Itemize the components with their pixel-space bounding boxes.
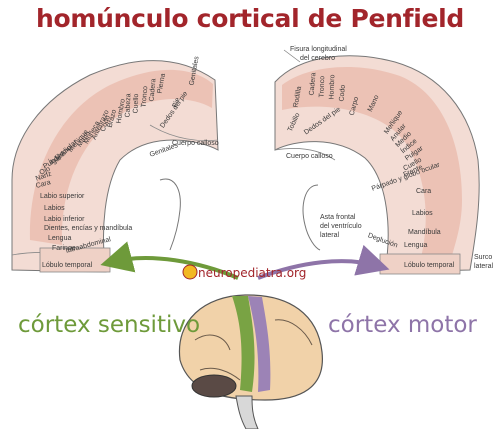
motor-pink-band	[282, 67, 462, 262]
label-cuerpo-calloso-motor: Cuerpo calloso	[286, 153, 333, 160]
label-cuello: Cuello	[132, 93, 141, 114]
label-fisura-2: del cerebro	[300, 55, 336, 62]
label-dientes: Dientes, encías y mandíbula	[44, 225, 133, 232]
label-surco-2: lateral	[474, 263, 494, 270]
label-faringe: Faringe	[52, 245, 76, 252]
label-lobulo-temporal-motor: Lóbulo temporal	[404, 262, 455, 269]
brain-illustration	[178, 294, 323, 429]
label-labio-inferior: Labio inferior	[44, 216, 85, 223]
caption-motor: córtex motor	[328, 312, 477, 338]
label-cara-motor: Cara	[416, 188, 432, 195]
motor-arrow	[257, 244, 390, 280]
sensory-arrow	[100, 241, 239, 280]
label-asta-2: del ventrículo	[320, 223, 362, 230]
sensory-ventricle	[159, 178, 181, 251]
label-labios-motor: Labios	[412, 210, 433, 217]
label-hombro-motor: Hombro	[328, 74, 337, 100]
sensory-hemisphere	[11, 60, 219, 273]
label-surco-1: Surco	[474, 254, 493, 261]
label-cuerpo-calloso: Cuerpo calloso	[172, 140, 219, 147]
brand-text: neuropediatra.org	[198, 266, 307, 280]
label-asta-3: lateral	[320, 232, 340, 239]
label-labio-superior: Labio superior	[40, 193, 85, 200]
sensory-cortex-shape	[11, 60, 219, 273]
motor-hemisphere	[274, 49, 480, 275]
label-lengua-motor: Lengua	[404, 242, 428, 249]
motor-ventricle	[302, 184, 321, 251]
brand-logo-mark	[182, 264, 198, 280]
figure-title: homúnculo cortical de Penfield	[36, 4, 464, 33]
label-fisura: Fisura longitudinal	[290, 46, 347, 53]
label-labios: Labios	[44, 205, 65, 212]
label-asta-1: Asta frontal	[320, 214, 356, 221]
label-lengua: Lengua	[48, 235, 72, 242]
label-mandibula: Mandíbula	[408, 229, 441, 236]
caption-sensory: córtex sensitivo	[18, 312, 201, 338]
label-tronco-motor: Tronco	[318, 75, 327, 98]
label-codo-motor: Codo	[338, 84, 347, 102]
sensory-temporal-lobe	[39, 247, 111, 273]
sensory-pink-band	[29, 69, 214, 246]
label-lobulo-temporal-sensory: Lóbulo temporal	[42, 262, 93, 269]
